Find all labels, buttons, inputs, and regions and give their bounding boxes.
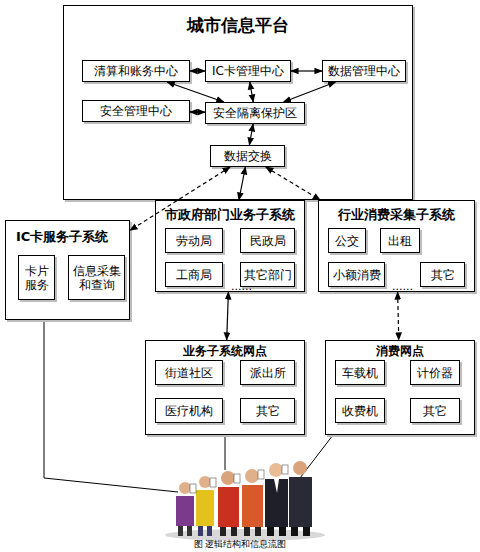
connector-arrow [130,167,230,230]
box-label: 信息采集和查询 [71,264,122,292]
leader-lines [44,300,333,492]
component-box: 其它 [420,262,465,287]
connector-arrow [291,70,322,71]
component-box: 其它 [240,398,295,423]
box-label: 其它 [423,404,447,418]
subsystem-box: 业务子系统网点街道社区 派出所医疗机构 其它 [145,340,305,435]
box-label: 其它 [256,404,280,418]
group-heading: 消费网点 [326,344,474,359]
component-box: 信息采集和查询 [68,255,125,300]
box-label: 派出所 [250,366,286,380]
box-label: 出租 [388,234,412,248]
component-box: 车载机 [335,360,385,385]
box-label: 安全隔离保护区 [213,106,297,120]
group-heading: 行业消费采集子系统 [319,207,474,222]
component-box: 安全管理中心 [82,100,190,122]
component-box: IC卡管理中心 [205,60,291,82]
group-heading: IC卡服务子系统 [6,229,129,244]
component-box: 小额消费 [328,262,385,287]
box-label: 其它 [431,268,455,282]
box-label: IC卡管理中心 [212,64,284,78]
ellipsis-mark: ...... [231,280,252,293]
group-heading: 市政府部门业务子系统 [156,207,304,222]
people-illustration [165,461,325,541]
component-box: 数据交换 [210,145,285,167]
box-label: 小额消费 [333,268,381,282]
box-label: 公交 [335,234,359,248]
leader-line [225,435,226,470]
component-box: 清算和账务中心 [82,60,190,82]
connector-arrow [398,292,399,340]
box-label: 工商局 [176,268,212,282]
component-box: 医疗机构 [155,398,223,423]
connector-arrow [227,292,229,340]
box-label: 安全管理中心 [100,104,172,118]
subsystem-box: 行业消费采集子系统公交 出租小额消费 其它 [318,200,475,292]
box-label: 计价器 [417,366,453,380]
component-box: 派出所 [240,360,295,385]
component-box: 数据管理中心 [322,60,406,82]
connector-arrow [190,70,205,71]
group-heading: 业务子系统网点 [146,344,304,359]
component-box: 工商局 [165,262,223,287]
figure-caption: 图 逻辑结构和信息流图 [0,538,480,551]
component-box: 出租 [380,228,420,253]
box-label: 劳动局 [176,234,212,248]
subsystem-box: 城市信息平台清算和账务中心 IC卡管理中心 数据管理中心安全管理中心 安全隔离保护区数… [63,5,413,200]
component-box: 劳动局 [165,228,223,253]
component-box: 计价器 [410,360,460,385]
box-label: 收费机 [342,404,378,418]
ellipsis-mark: ...... [392,280,413,293]
box-label: 车载机 [342,366,378,380]
component-box: 公交 [328,228,366,253]
component-box: 街道社区 [155,360,223,385]
box-label: 街道社区 [165,366,213,380]
box-label: 数据管理中心 [328,64,400,78]
connector-arrow [167,82,224,102]
component-box: 其它 [410,398,460,423]
box-label: 数据交换 [224,149,272,163]
connector-arrow [249,124,253,145]
connector-arrow [190,111,205,112]
box-label: 民政局 [250,234,286,248]
subsystem-box: 市政府部门业务子系统劳动局 民政局工商局 其它部门 [155,200,305,292]
connector-arrow [250,82,253,102]
subsystem-box: IC卡服务子系统卡片服务信息采集和查询 [5,220,130,320]
connector-arrow [266,167,321,200]
box-label: 医疗机构 [165,404,213,418]
subsystem-box: 消费网点车载机 计价器收费机 其它 [325,340,475,435]
component-box: 安全隔离保护区 [205,102,305,124]
group-heading: 城市信息平台 [64,18,412,33]
component-box: 民政局 [240,228,295,253]
component-box: 卡片服务 [18,255,55,300]
connector-arrow [284,82,336,102]
box-label: 卡片服务 [21,264,52,292]
connector-arrow [239,167,246,200]
component-box: 收费机 [335,398,385,423]
box-label: 其它部门 [244,268,292,282]
box-label: 清算和账务中心 [94,64,178,78]
